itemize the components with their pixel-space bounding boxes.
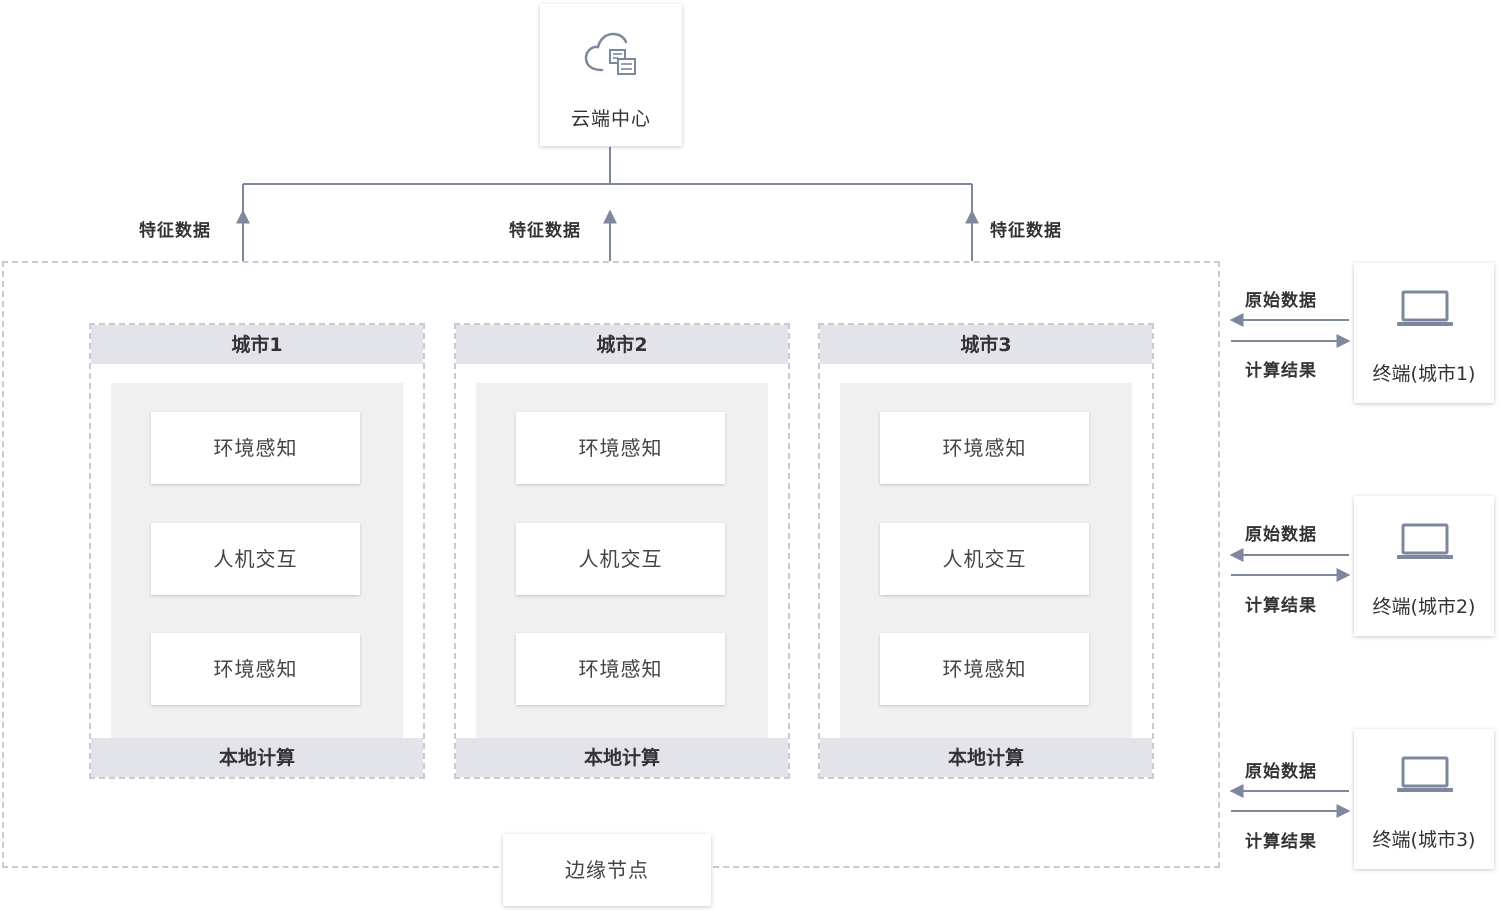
raw-data-label-1: 原始数据 — [1245, 291, 1317, 311]
city-group-1: 城市1 环境感知 人机交互 环境感知 本地计算 — [89, 323, 425, 779]
city-group-2: 城市2 环境感知 人机交互 环境感知 本地计算 — [454, 323, 790, 779]
result-label-1: 计算结果 — [1245, 361, 1317, 381]
city-footer: 本地计算 — [91, 738, 423, 777]
uplink-label-3: 特征数据 — [990, 221, 1062, 241]
module-card: 人机交互 — [151, 523, 360, 595]
module-card: 环境感知 — [151, 412, 360, 484]
module-card: 环境感知 — [516, 412, 725, 484]
module-card: 环境感知 — [516, 633, 725, 705]
city-module-panel: 环境感知 人机交互 环境感知 — [840, 383, 1132, 739]
terminal-label: 终端(城市1) — [1372, 363, 1476, 385]
module-card: 环境感知 — [880, 633, 1089, 705]
city-module-panel: 环境感知 人机交互 环境感知 — [111, 383, 403, 739]
cloud-server-icon — [584, 32, 636, 75]
uplink-label-1: 特征数据 — [139, 221, 211, 241]
cloud-center-node: 云端中心 — [540, 4, 682, 146]
laptop-icon — [1397, 523, 1453, 559]
edge-node-label: 边缘节点 — [503, 834, 711, 906]
city-title: 城市3 — [820, 325, 1152, 364]
terminal-card-3: 终端(城市3) — [1354, 729, 1494, 869]
module-card: 环境感知 — [151, 633, 360, 705]
module-card: 人机交互 — [880, 523, 1089, 595]
laptop-icon — [1397, 290, 1453, 326]
city-footer: 本地计算 — [820, 738, 1152, 777]
city-footer: 本地计算 — [456, 738, 788, 777]
laptop-icon — [1397, 756, 1453, 792]
uplink-label-2: 特征数据 — [509, 221, 581, 241]
result-label-3: 计算结果 — [1245, 832, 1317, 852]
result-label-2: 计算结果 — [1245, 596, 1317, 616]
cloud-center-label: 云端中心 — [570, 108, 651, 130]
terminal-label: 终端(城市2) — [1372, 596, 1476, 618]
module-card: 环境感知 — [880, 412, 1089, 484]
module-card: 人机交互 — [516, 523, 725, 595]
city-group-3: 城市3 环境感知 人机交互 环境感知 本地计算 — [818, 323, 1154, 779]
raw-data-label-3: 原始数据 — [1245, 762, 1317, 782]
city-title: 城市1 — [91, 325, 423, 364]
terminal-card-2: 终端(城市2) — [1354, 496, 1494, 636]
city-title: 城市2 — [456, 325, 788, 364]
raw-data-label-2: 原始数据 — [1245, 525, 1317, 545]
terminal-label: 终端(城市3) — [1372, 829, 1476, 851]
terminal-card-1: 终端(城市1) — [1354, 263, 1494, 403]
city-module-panel: 环境感知 人机交互 环境感知 — [476, 383, 768, 739]
